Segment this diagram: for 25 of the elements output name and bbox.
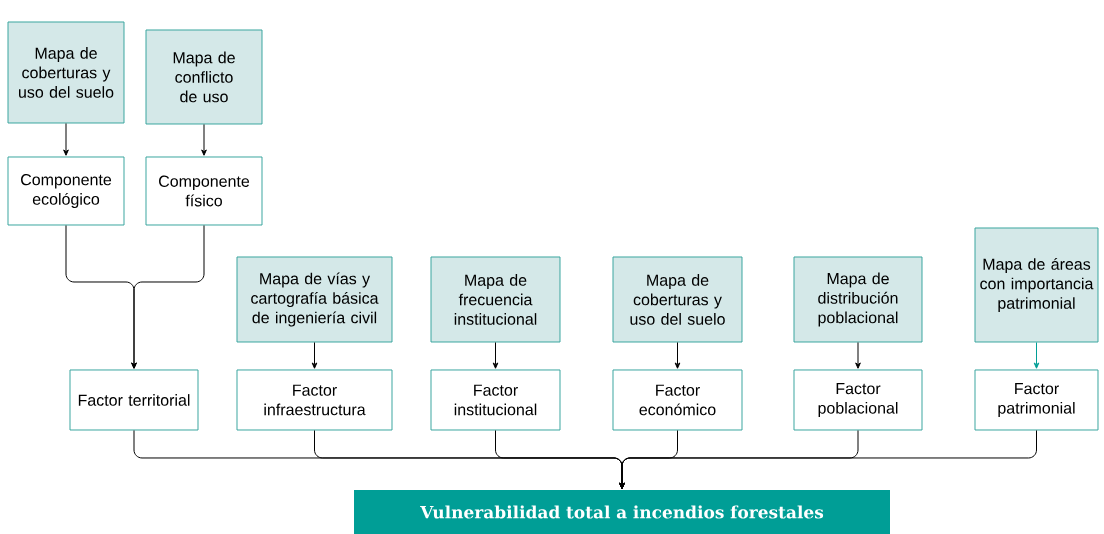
map-box: Mapa de conflicto de uso (145, 29, 263, 125)
arrow (492, 342, 499, 369)
arrow (311, 342, 318, 369)
arrow (1033, 342, 1040, 369)
factor-box: Factor económico (612, 369, 743, 431)
factor-box: Factor territorial (69, 369, 199, 431)
factor-box: Factor infraestructura (236, 369, 393, 431)
factor-box: Factor poblacional (793, 369, 923, 431)
arrow (63, 123, 69, 156)
factor-box: Componente ecológico (7, 156, 125, 226)
result-box: Vulnerabilidad total a incendios forestales (354, 490, 890, 534)
factor-box: Factor patrimonial (974, 369, 1099, 431)
map-box: Mapa de frecuencia institucional (430, 256, 561, 343)
factor-box: Factor institucional (430, 369, 561, 431)
map-box: Mapa de coberturas y uso del suelo (612, 256, 743, 343)
map-box: Mapa de vías y cartografía básica de ingeniería civil (236, 256, 393, 343)
map-box: Mapa de distribución poblacional (793, 256, 923, 343)
map-box: Mapa de coberturas y uso del suelo (7, 21, 125, 124)
arrow (131, 225, 205, 369)
arrow (674, 342, 681, 369)
map-box: Mapa de áreas con importancia patrimonial (974, 227, 1099, 343)
arrow (201, 124, 207, 156)
factor-box: Componente físico (145, 156, 263, 226)
arrow (619, 430, 1037, 490)
arrow (855, 342, 861, 369)
